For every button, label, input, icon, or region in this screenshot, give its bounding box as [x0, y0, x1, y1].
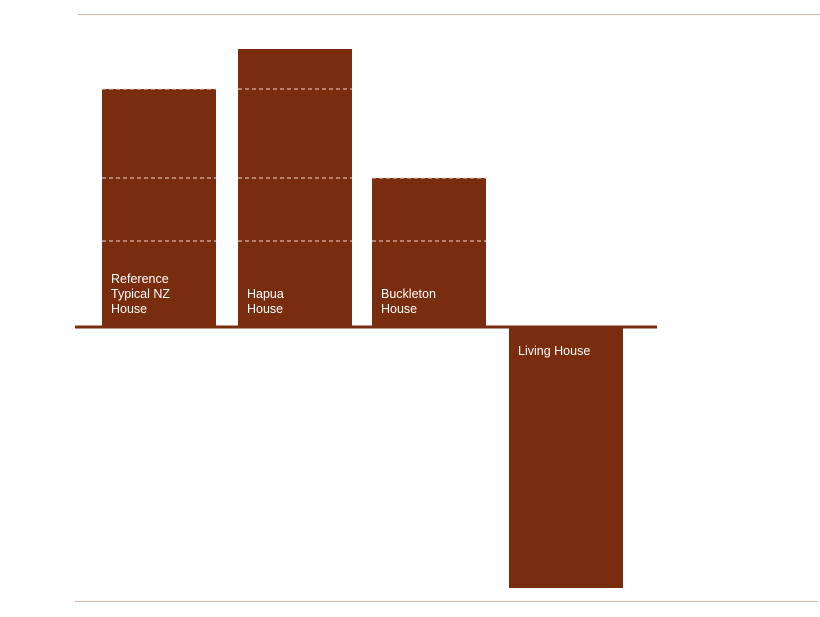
bar: [238, 49, 352, 327]
segment-dividers: [102, 88, 486, 242]
bar-label: Hapua: [247, 287, 284, 301]
bar-label: House: [111, 302, 147, 316]
bar-label: House: [247, 302, 283, 316]
bar-label: Living House: [518, 344, 590, 358]
bar-label: Buckleton: [381, 287, 436, 301]
bar: [509, 327, 623, 588]
bar-label: Typical NZ: [111, 287, 170, 301]
bars: [102, 49, 623, 588]
bar-label: House: [381, 302, 417, 316]
bar: [372, 178, 486, 327]
bar: [102, 89, 216, 327]
bar-label: Reference: [111, 272, 169, 286]
